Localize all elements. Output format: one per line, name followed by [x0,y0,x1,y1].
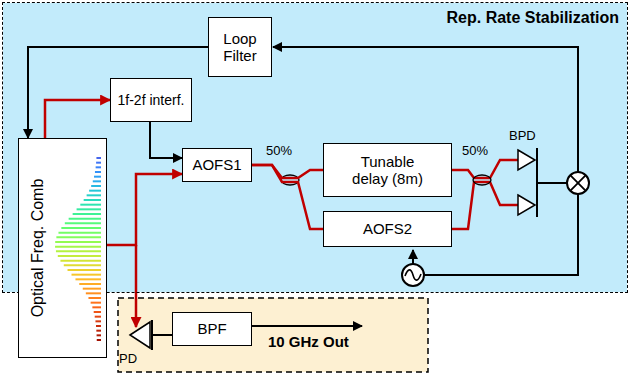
fiber-coupler [473,175,491,185]
box-label: AOFS2 [363,220,412,237]
optical-path [252,165,323,178]
interferometer-box: 1f-2f interf. [110,78,192,122]
optical-path [45,100,110,138]
delay-box: Tunable delay (8m) [323,143,452,197]
box-label: 1f-2f interf. [118,92,185,108]
fiber-coupler [281,175,299,185]
output-arrow [252,325,362,327]
detector-name: BPD [509,129,536,143]
box-label: AOFS1 [192,156,241,173]
box-label: BPF [197,320,226,337]
coupler-ratio: 50% [266,144,292,158]
box-label: Optical Freq. Comb [29,179,47,318]
optical-path [252,165,323,229]
box-label: Loop Filter [214,30,266,65]
signal-wire [150,122,182,158]
loop-filter-box: Loop Filter [208,17,272,77]
region-heading: Rep. Rate Stabilization [447,9,619,27]
signal-wire [28,47,208,138]
optical-path [107,174,182,245]
aofs-box: AOFS1 [182,148,252,182]
coupler-ratio: 50% [462,144,488,158]
filter-box: BPF [172,312,252,346]
mixer-symbol [567,172,589,194]
photodiode-symbol [130,320,172,350]
aofs-box: AOFS2 [323,211,452,247]
detector-name: PD [119,352,137,366]
output-region [118,298,428,372]
output-label: 10 GHz Out [268,334,349,351]
balanced-photodiode [518,148,567,217]
comb-box: Optical Freq. Comb [18,138,107,358]
box-label: Tunable delay (8m) [345,153,430,188]
